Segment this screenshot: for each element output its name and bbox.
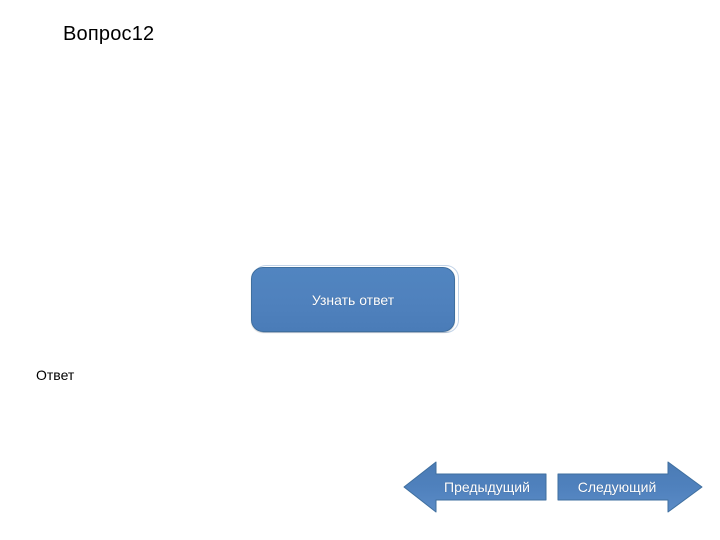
reveal-answer-label: Узнать ответ bbox=[311, 291, 395, 308]
reveal-answer-group: Узнать ответ bbox=[248, 262, 462, 338]
previous-button[interactable]: Предыдущий bbox=[402, 458, 548, 516]
next-button[interactable]: Следующий bbox=[556, 458, 704, 516]
page-title: Вопрос12 bbox=[63, 23, 155, 45]
arrow-right-icon bbox=[557, 461, 703, 513]
arrow-left-icon bbox=[403, 461, 547, 513]
answer-label: Ответ bbox=[36, 367, 75, 383]
reveal-answer-button[interactable]: Узнать ответ bbox=[251, 267, 455, 332]
